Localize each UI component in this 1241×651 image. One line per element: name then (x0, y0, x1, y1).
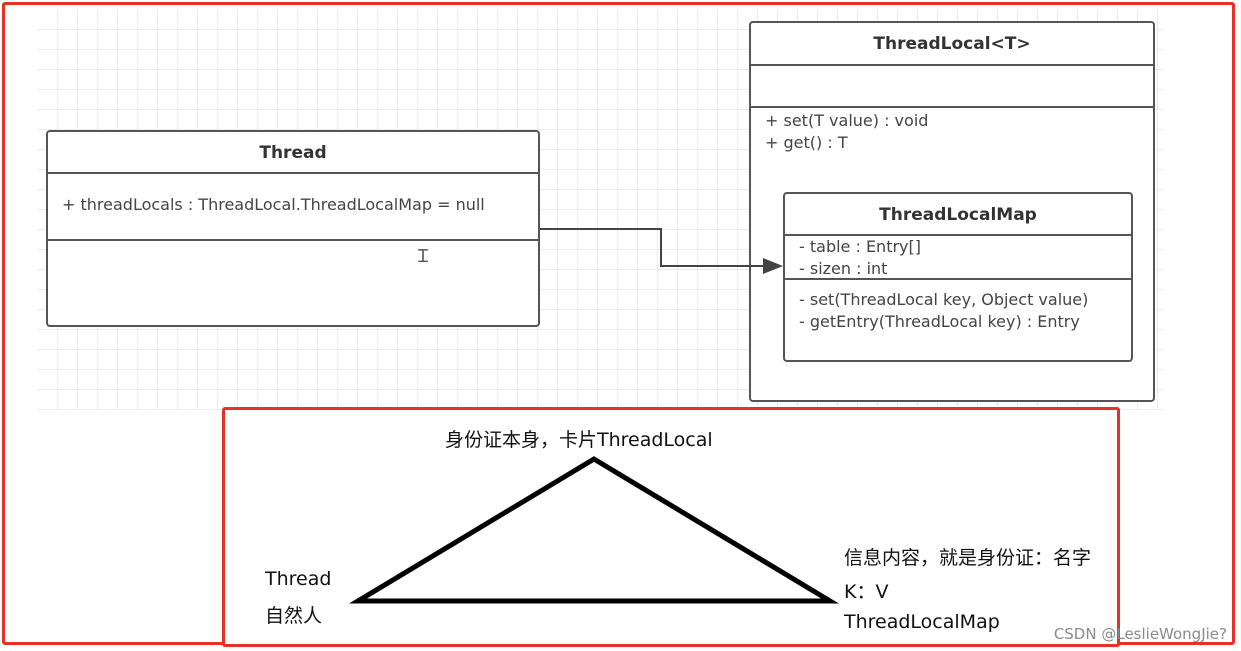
threadlocalmap-class-box[interactable]: ThreadLocalMap - table : Entry[] - sizen… (783, 192, 1133, 362)
threadlocalmap-class-attributes: - table : Entry[] - sizen : int (785, 236, 1131, 280)
threadlocal-class-operations: + set(T value) : void + get() : T (751, 108, 1153, 154)
threadlocal-class-attributes (751, 66, 1153, 108)
csdn-watermark: CSDN @LeslieWongJie? (1053, 625, 1227, 643)
analogy-right-label-map: ThreadLocalMap (844, 611, 1000, 633)
text-cursor-icon: Ɪ (418, 246, 429, 267)
threadlocalmap-class-operations: - set(ThreadLocal key, Object value) - g… (785, 280, 1131, 333)
analogy-top-label: 身份证本身，卡片ThreadLocal (445, 429, 713, 451)
threadlocalmap-operation: - set(ThreadLocal key, Object value) (799, 290, 1089, 309)
threadlocal-operation: + get() : T (765, 133, 848, 152)
thread-class-name: Thread (48, 132, 538, 174)
analogy-left-label-person: 自然人 (265, 605, 323, 627)
threadlocalmap-class-name: ThreadLocalMap (785, 194, 1131, 236)
thread-attribute: + threadLocals : ThreadLocal.ThreadLocal… (62, 195, 485, 214)
threadlocal-operation: + set(T value) : void (765, 111, 929, 130)
threadlocal-class-name: ThreadLocal<T> (751, 23, 1153, 66)
thread-class-attributes: + threadLocals : ThreadLocal.ThreadLocal… (48, 174, 538, 241)
threadlocalmap-attribute: - table : Entry[] (799, 237, 921, 256)
thread-class-box[interactable]: Thread + threadLocals : ThreadLocal.Thre… (46, 130, 540, 327)
threadlocalmap-attribute: - sizen : int (799, 259, 888, 278)
analogy-highlight-frame (222, 407, 1120, 647)
analogy-right-label-content: 信息内容，就是身份证：名字 (844, 547, 1092, 569)
analogy-left-label-thread: Thread (265, 568, 332, 590)
threadlocalmap-operation: - getEntry(ThreadLocal key) : Entry (799, 312, 1080, 331)
analogy-right-label-kv: K：V (844, 581, 889, 603)
